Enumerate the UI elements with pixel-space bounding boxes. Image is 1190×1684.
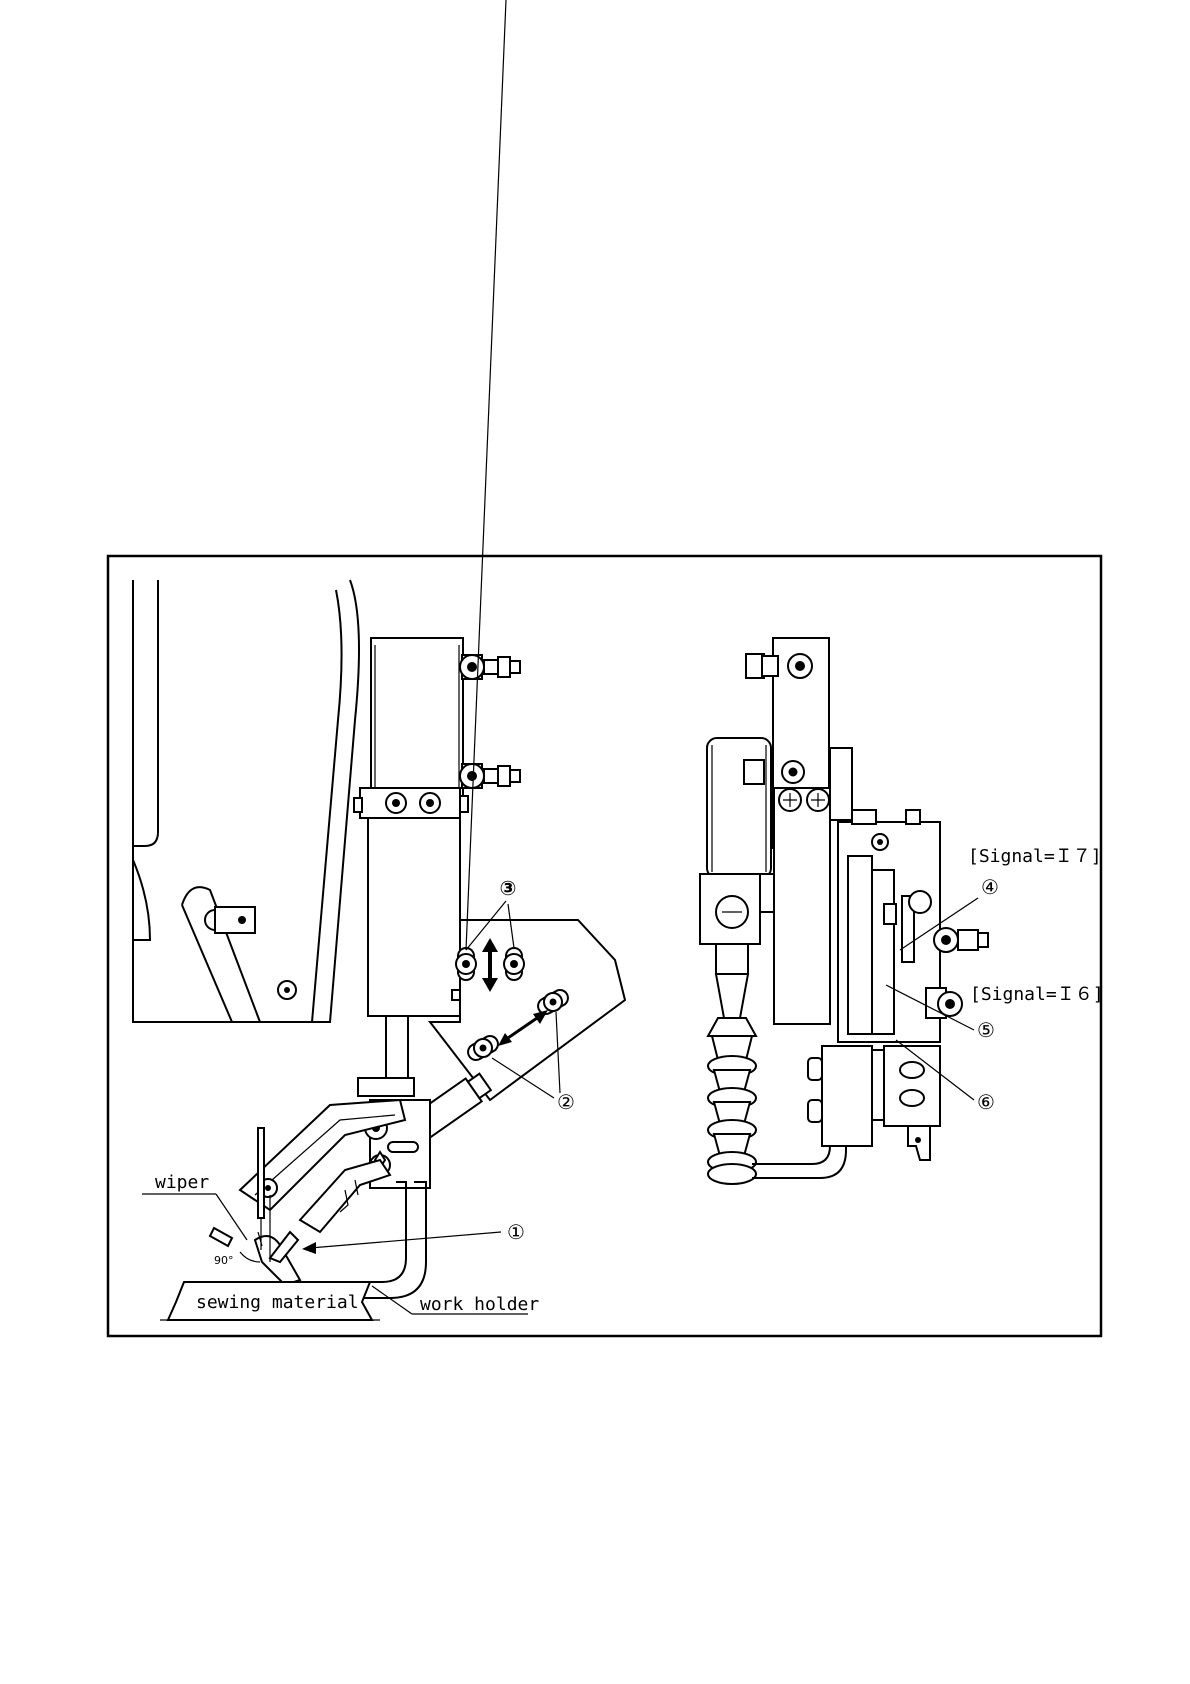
- callout-2: ②: [557, 1090, 575, 1114]
- sewing-material-label: sewing material: [196, 1292, 359, 1313]
- signal-i7-label: [Signal=Ｉ７]: [968, 846, 1102, 867]
- left-view: [132, 0, 625, 1320]
- right-view: [700, 638, 988, 1184]
- wiper-label: wiper: [155, 1172, 209, 1193]
- angle-label: 90°: [214, 1254, 234, 1267]
- callout-1: ①: [507, 1220, 525, 1244]
- callout-6: ⑥: [977, 1090, 995, 1114]
- work-holder-label: work holder: [420, 1294, 539, 1315]
- callout-5: ⑤: [977, 1018, 995, 1042]
- signal-i6-label: [Signal=Ｉ６]: [970, 984, 1104, 1005]
- callout-4: ④: [981, 875, 999, 899]
- callout-3: ③: [500, 876, 517, 900]
